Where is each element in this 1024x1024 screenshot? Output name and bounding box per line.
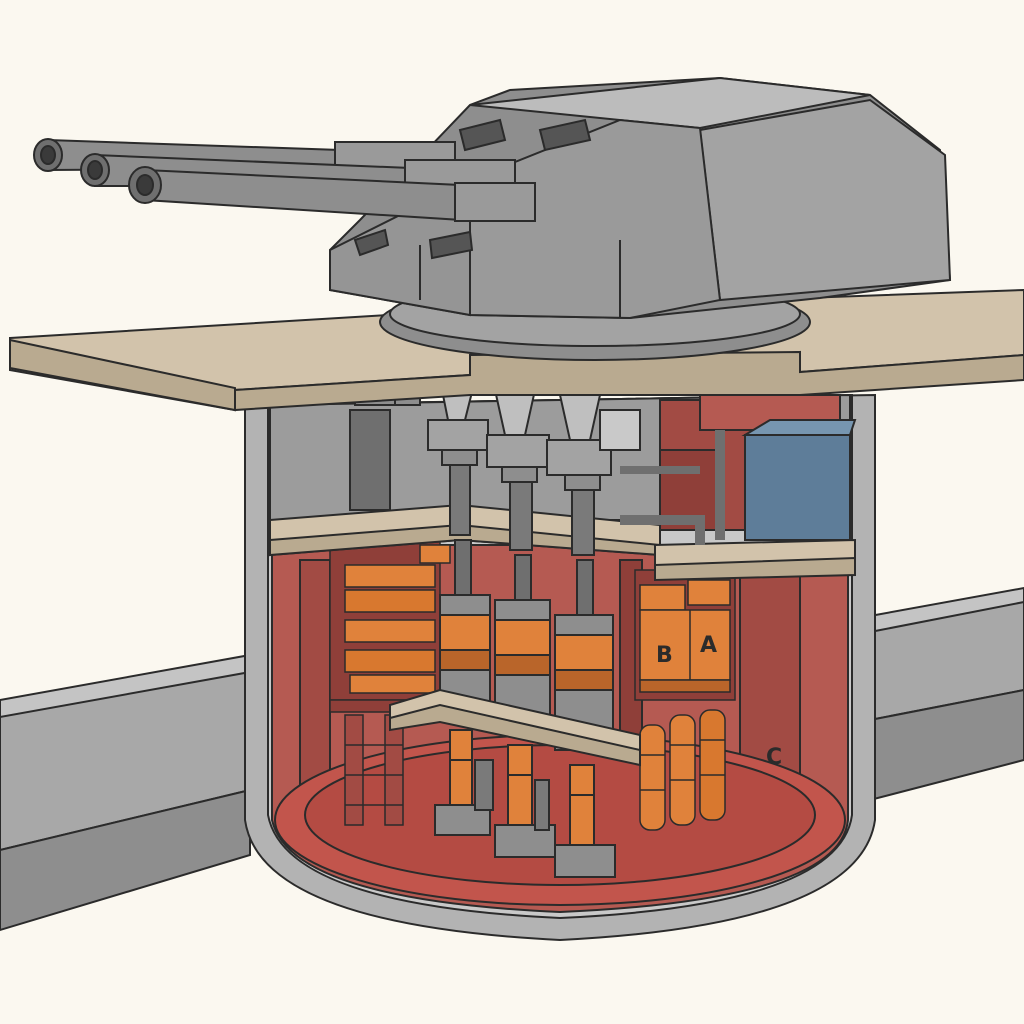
left-corridor xyxy=(0,653,251,932)
right-corridor xyxy=(869,586,1024,802)
label-c: C xyxy=(766,745,782,770)
label-b: B xyxy=(656,643,673,668)
powder-canisters xyxy=(639,709,726,831)
right-shell-rack xyxy=(634,569,736,701)
middle-platform xyxy=(389,688,641,767)
gun-turret xyxy=(329,76,952,361)
gun-barrels xyxy=(33,138,536,222)
left-shell-rack xyxy=(329,539,451,826)
label-a: A xyxy=(700,633,717,658)
hoist-bases xyxy=(434,729,616,878)
upper-machinery-right xyxy=(620,394,857,545)
blue-cabinet xyxy=(744,434,851,541)
